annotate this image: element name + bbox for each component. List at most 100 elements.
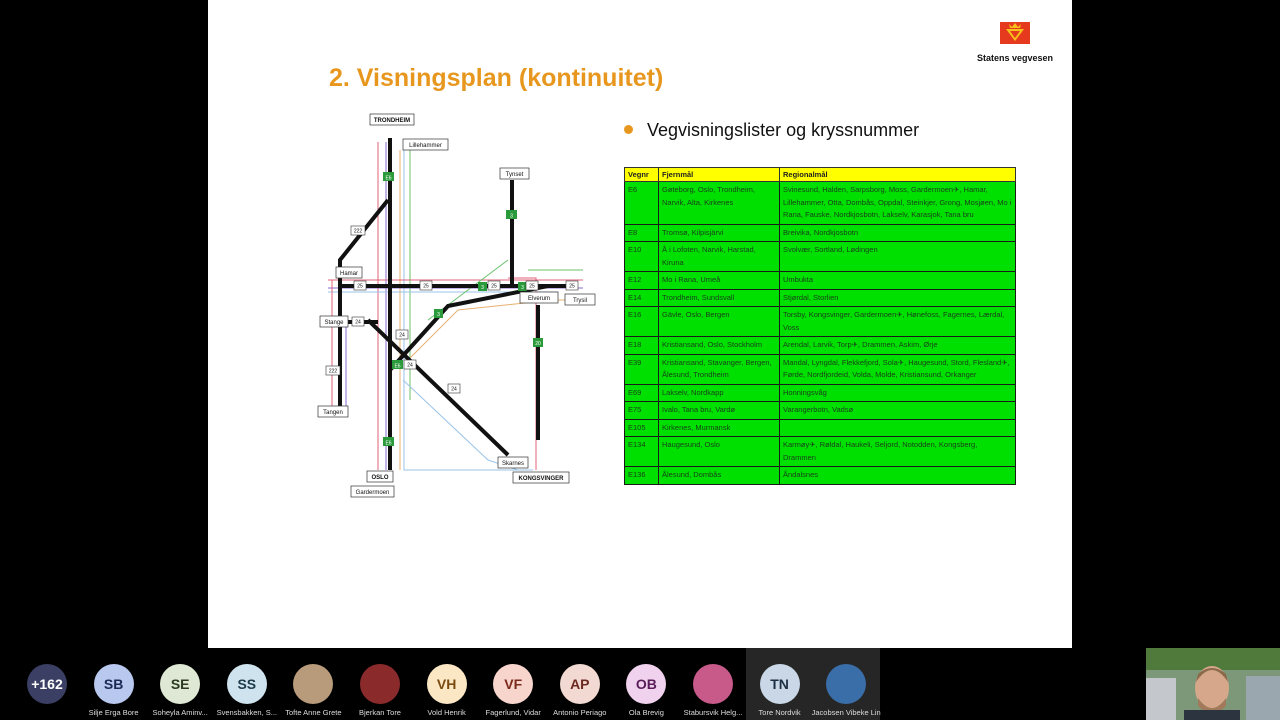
table-cell: Tromsø, Kilpisjärvi xyxy=(658,223,780,242)
table-cell: Svolvær, Sortland, Lødingen xyxy=(779,241,1016,272)
participant-avatar[interactable]: VF xyxy=(493,664,534,704)
slide-title: 2. Visningsplan (kontinuitet) xyxy=(329,64,664,92)
table-cell: E12 xyxy=(624,271,659,290)
shield-e6-north: E6 xyxy=(385,176,391,182)
label-trondheim: TRONDHEIM xyxy=(374,118,410,124)
shield-20: 20 xyxy=(535,341,541,347)
participant-name: Bjerkan Tore xyxy=(359,708,401,717)
table-cell: Mo i Rana, Umeå xyxy=(658,271,780,290)
table-cell: E134 xyxy=(624,436,659,467)
table-cell: Varangerbotn, Vadsø xyxy=(779,401,1016,420)
participant-name: Tofte Anne Grete xyxy=(285,708,342,717)
participant-avatar[interactable] xyxy=(826,664,867,704)
svg-text:25: 25 xyxy=(357,284,363,290)
table-cell: Stjørdal, Storlien xyxy=(779,288,1016,307)
participant-avatar[interactable]: VH xyxy=(426,664,467,704)
label-skarnes: Skarnes xyxy=(502,461,524,467)
table-cell: E10 xyxy=(624,241,659,272)
road-24 xyxy=(366,318,510,457)
svg-text:25: 25 xyxy=(491,284,497,290)
table-cell: E136 xyxy=(624,466,659,485)
label-tangen: Tangen xyxy=(323,410,343,416)
participant-name: Fagerlund, Vidar xyxy=(485,708,541,717)
participant-avatar[interactable]: AP xyxy=(559,664,600,704)
participant-avatar[interactable] xyxy=(360,664,400,704)
svg-text:222: 222 xyxy=(329,369,338,375)
bullet-text: Vegvisningslister og kryssnummer xyxy=(647,120,920,140)
table-cell: E8 xyxy=(624,223,659,242)
label-elverum: Elverum xyxy=(528,296,550,302)
road-3 xyxy=(388,284,549,372)
label-lillehammer: Lillehammer xyxy=(409,143,442,149)
participant-name: Soheyla Aminv... xyxy=(152,708,208,717)
bullet-dot-icon xyxy=(624,124,633,134)
table-cell: E105 xyxy=(624,418,659,437)
table-cell: E18 xyxy=(624,336,659,355)
svg-text:24: 24 xyxy=(407,363,413,369)
route-diagram: E6 3 3 3 3 20 E6 E6 222 222 25 25 25 xyxy=(317,113,596,498)
participant-avatar[interactable] xyxy=(693,664,733,704)
participant-name: Ola Brevig xyxy=(628,708,664,717)
table-cell: E6 xyxy=(624,181,659,225)
table-cell: Svinesund, Halden, Sarpsborg, Moss, Gard… xyxy=(779,181,1016,225)
table-cell: Ivalo, Tana bru, Vardø xyxy=(658,401,780,420)
participant-name: Svensbakken, S... xyxy=(216,708,278,717)
shield-e6-south: E6 xyxy=(385,441,391,447)
participant-name: Jacobsen Vibeke Lin xyxy=(811,708,881,717)
participant-name: Silje Erga Bore xyxy=(88,708,139,717)
participant-name: Stabursvik Helg... xyxy=(683,708,743,717)
bullet-item: Vegvisningslister og kryssnummer xyxy=(624,120,919,141)
participant-avatar[interactable]: +162 xyxy=(27,664,67,704)
shield-3-b: 3 xyxy=(521,285,524,291)
participant-avatar[interactable]: TN xyxy=(759,664,800,704)
svg-text:24: 24 xyxy=(355,320,361,326)
svg-text:25: 25 xyxy=(529,284,535,290)
table-cell: Å i Lofoten, Narvik, Harstad, Kiruna xyxy=(658,241,780,272)
table-header-0: Vegnr xyxy=(624,167,659,182)
table-cell: Mandal, Lyngdal, Flekkefjord, Sola✈, Hau… xyxy=(779,353,1016,385)
label-tynset: Tynset xyxy=(506,172,524,178)
shield-3-a: 3 xyxy=(481,285,484,291)
table-cell: Kirkenes, Murmansk xyxy=(658,418,780,437)
table-cell: Ålesund, Dombås xyxy=(658,466,780,485)
route-shields: E6 3 3 3 3 20 E6 E6 222 222 25 25 25 xyxy=(325,172,579,447)
self-view-video[interactable] xyxy=(1146,648,1280,720)
label-hamar: Hamar xyxy=(340,271,358,277)
table-cell: E69 xyxy=(624,383,659,402)
label-stange: Stange xyxy=(324,320,344,326)
table-cell: Haugesund, Oslo xyxy=(658,436,780,467)
participant-avatar[interactable] xyxy=(293,664,334,704)
participant-avatar[interactable]: SE xyxy=(160,664,201,704)
table-cell: E39 xyxy=(624,353,659,385)
participant-avatar[interactable]: SS xyxy=(226,664,267,704)
table-cell: Trondheim, Sundsvall xyxy=(658,288,780,307)
table-cell: Umbukta xyxy=(779,271,1016,290)
logo-text: Statens vegvesen xyxy=(976,53,1054,63)
table-cell xyxy=(779,418,1016,437)
svg-text:25: 25 xyxy=(423,284,429,290)
table-cell: Gävle, Oslo, Bergen xyxy=(658,306,780,337)
participant-avatar[interactable]: OB xyxy=(626,664,667,704)
table-cell: Gøteborg, Oslo, Trondheim, Narvik, Alta,… xyxy=(658,181,780,225)
shield-3-c: 3 xyxy=(437,312,440,318)
table-cell: E75 xyxy=(624,401,659,420)
table-header-1: Fjernmål xyxy=(658,167,780,182)
shield-e6-mid: E6 xyxy=(394,364,400,370)
shield-3-north: 3 xyxy=(510,214,513,220)
table-cell: Åndalsnes xyxy=(779,466,1016,485)
svg-text:222: 222 xyxy=(354,229,363,235)
logo-emblem-icon xyxy=(1000,22,1030,44)
self-view-image xyxy=(1146,648,1280,720)
participant-avatar[interactable]: SB xyxy=(93,664,134,704)
